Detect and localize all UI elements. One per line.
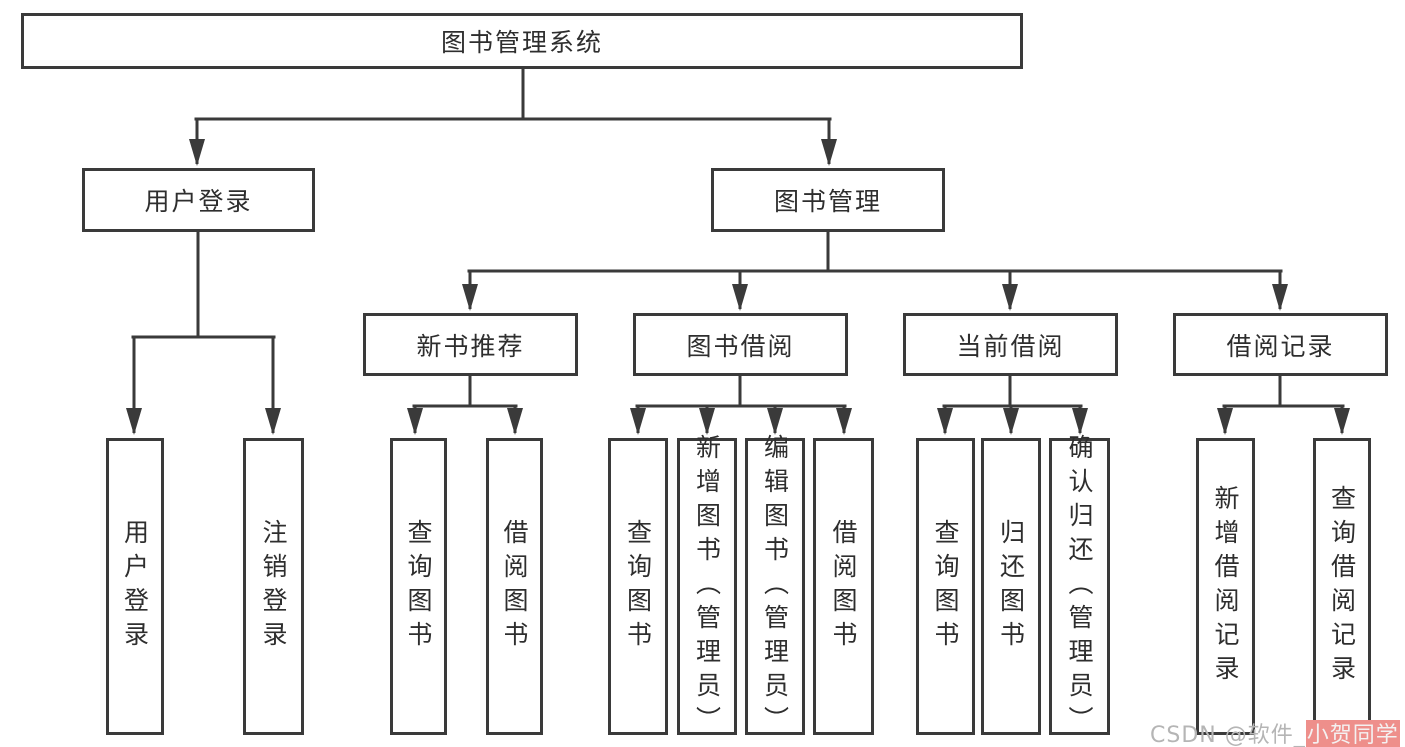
- leaf-query-books-current: 查询图书: [916, 438, 975, 735]
- node-book-borrowing: 图书借阅: [633, 313, 848, 376]
- node-current-borrowing: 当前借阅: [903, 313, 1118, 376]
- leaf-logout-label: 注销登录: [259, 518, 288, 655]
- node-user-login-branch: 用户登录: [82, 168, 315, 232]
- leaf-query-books-current-label: 查询图书: [931, 518, 960, 655]
- node-library-management-system-label: 图书管理系统: [440, 28, 603, 57]
- leaf-user-login-label: 用户登录: [120, 518, 150, 655]
- leaf-edit-books-admin-label: 编辑图书（管理员）: [760, 433, 790, 740]
- watermark-highlight: 小贺同学: [1305, 720, 1400, 747]
- leaf-query-books-recommend-label: 查询图书: [404, 518, 433, 655]
- leaf-edit-books-admin: 编辑图书（管理员）: [745, 434, 805, 740]
- leaf-query-books-borrowing: 查询图书: [608, 438, 668, 735]
- leaf-borrow-books-recommend: 借阅图书: [486, 438, 543, 735]
- leaf-confirm-return-admin: 确认归还（管理员）: [1049, 434, 1110, 740]
- node-book-management-branch-label: 图书管理: [773, 187, 882, 216]
- leaf-query-borrow-record: 查询借阅记录: [1313, 438, 1371, 735]
- node-current-borrowing-label: 当前借阅: [956, 331, 1065, 361]
- leaf-query-books-borrowing-label: 查询图书: [623, 518, 653, 655]
- leaf-return-books-label: 归还图书: [996, 518, 1026, 655]
- leaf-borrow-books-label: 借阅图书: [829, 518, 858, 655]
- node-book-management-branch: 图书管理: [711, 168, 945, 232]
- node-library-management-system: 图书管理系统: [21, 13, 1023, 69]
- node-new-book-recommendation: 新书推荐: [363, 313, 578, 376]
- leaf-add-books-admin: 新增图书（管理员）: [677, 434, 737, 740]
- leaf-logout: 注销登录: [243, 438, 304, 735]
- watermark-prefix: CSDN @软件_: [1150, 723, 1306, 747]
- leaf-add-books-admin-label: 新增图书（管理员）: [692, 433, 722, 740]
- watermark: CSDN @软件_小贺同学: [1150, 717, 1400, 747]
- node-book-borrowing-label: 图书借阅: [686, 331, 795, 361]
- leaf-add-borrow-record: 新增借阅记录: [1196, 438, 1255, 735]
- node-borrowing-records: 借阅记录: [1173, 313, 1388, 376]
- leaf-return-books: 归还图书: [981, 438, 1041, 735]
- node-new-book-recommendation-label: 新书推荐: [416, 331, 525, 361]
- leaf-query-books-recommend: 查询图书: [390, 438, 447, 735]
- node-user-login-branch-label: 用户登录: [144, 187, 253, 216]
- leaf-borrow-books: 借阅图书: [813, 438, 874, 735]
- leaf-borrow-books-recommend-label: 借阅图书: [500, 518, 529, 655]
- leaf-query-borrow-record-label: 查询借阅记录: [1327, 484, 1357, 689]
- leaf-confirm-return-admin-label: 确认归还（管理员）: [1065, 433, 1094, 740]
- leaf-add-borrow-record-label: 新增借阅记录: [1211, 484, 1240, 689]
- leaf-user-login: 用户登录: [106, 438, 164, 735]
- node-borrowing-records-label: 借阅记录: [1226, 331, 1335, 361]
